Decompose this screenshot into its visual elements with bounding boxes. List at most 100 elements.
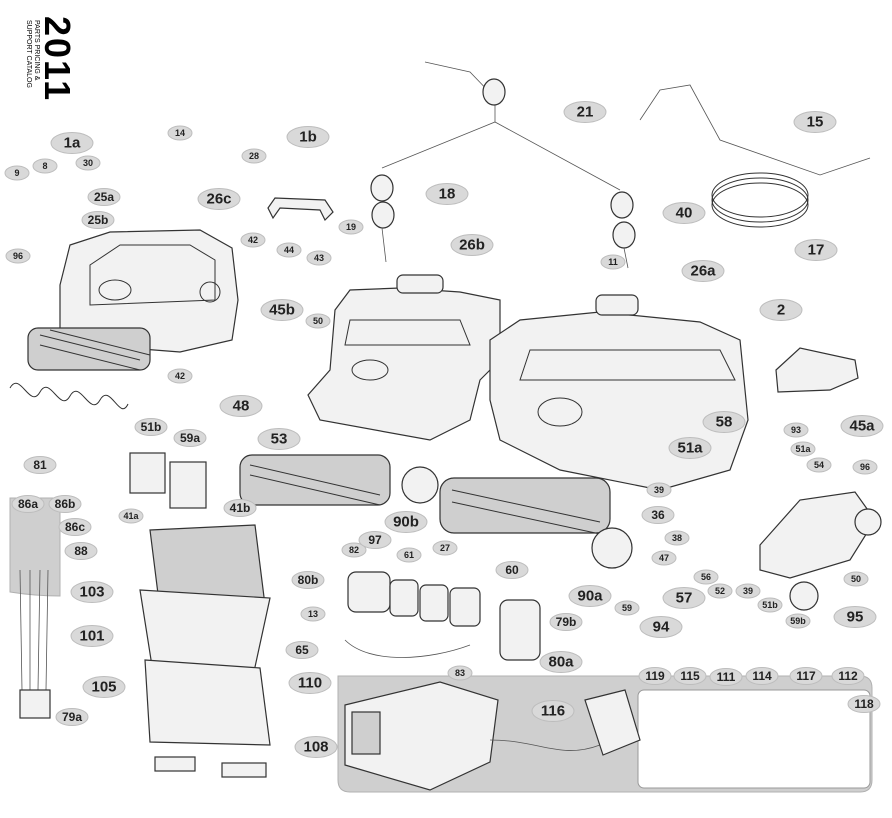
callout-oval <box>662 587 706 609</box>
callout-oval <box>82 676 126 698</box>
callout-60: 60 <box>495 561 529 579</box>
callout-label: 90b <box>393 514 419 531</box>
callout-oval <box>286 126 330 148</box>
callout-oval <box>260 299 304 321</box>
callout-83: 83 <box>447 665 473 681</box>
callout-label: 1a <box>64 135 81 152</box>
callout-label: 83 <box>455 668 465 678</box>
callout-80b: 80b <box>291 571 325 589</box>
callout-label: 80b <box>298 573 319 587</box>
callout-label: 8 <box>42 161 47 171</box>
callout-oval <box>306 250 332 266</box>
callout-oval <box>5 248 31 264</box>
callout-59b: 59b <box>785 613 811 629</box>
callout-label: 39 <box>654 485 664 495</box>
callout-oval <box>294 736 338 758</box>
callout-oval <box>639 616 683 638</box>
callout-52: 52 <box>707 583 733 599</box>
callout-label: 53 <box>271 431 288 448</box>
callout-oval <box>173 429 207 447</box>
callout-41b: 41b <box>223 499 257 517</box>
callout-oval <box>50 132 94 154</box>
callout-label: 119 <box>645 669 665 683</box>
callout-oval <box>794 239 838 261</box>
callout-25a: 25a <box>87 188 121 206</box>
callout-oval <box>785 613 811 629</box>
callout-label: 96 <box>860 462 870 472</box>
callout-21: 21 <box>563 101 607 123</box>
callout-103: 103 <box>70 581 114 603</box>
remote-control <box>584 689 641 756</box>
callout-oval <box>257 428 301 450</box>
callout-label: 114 <box>752 669 772 683</box>
callout-oval <box>646 482 672 498</box>
callout-oval <box>48 495 82 513</box>
callout-label: 28 <box>249 151 259 161</box>
callout-42b: 42 <box>167 368 193 384</box>
callout-oval <box>681 260 725 282</box>
callout-88: 88 <box>64 542 98 560</box>
callout-oval <box>4 165 30 181</box>
callout-oval <box>87 188 121 206</box>
robot-body-middle <box>239 274 501 506</box>
callout-51a2: 51a <box>790 441 816 457</box>
callout-oval <box>847 695 881 713</box>
callout-45b: 45b <box>260 299 304 321</box>
callout-oval <box>539 651 583 673</box>
callout-label: 48 <box>233 398 250 415</box>
callout-label: 117 <box>796 669 816 683</box>
callout-oval <box>300 606 326 622</box>
callout-59a: 59a <box>173 429 207 447</box>
callout-79a: 79a <box>55 708 89 726</box>
callout-oval <box>11 495 45 513</box>
callout-50a: 50 <box>305 313 331 329</box>
callout-label: 30 <box>83 158 93 168</box>
callout-label: 26c <box>206 191 231 208</box>
callout-label: 58 <box>716 414 733 431</box>
callout-96b: 96 <box>852 459 878 475</box>
callout-oval <box>64 542 98 560</box>
callout-oval <box>707 583 733 599</box>
callout-label: 26b <box>459 237 485 254</box>
callout-label: 105 <box>91 679 116 696</box>
callout-1b: 1b <box>286 126 330 148</box>
callout-label: 51a <box>677 440 703 457</box>
callout-116: 116 <box>531 700 575 722</box>
callout-label: 60 <box>505 563 519 577</box>
callout-label: 25b <box>88 213 109 227</box>
callout-117: 117 <box>789 667 823 685</box>
callout-label: 86b <box>55 497 76 511</box>
callout-oval <box>651 550 677 566</box>
callout-label: 115 <box>680 669 700 683</box>
callout-oval <box>118 508 144 524</box>
callout-oval <box>831 667 865 685</box>
callout-56: 56 <box>693 569 719 585</box>
callout-oval <box>693 569 719 585</box>
callout-oval <box>664 530 690 546</box>
callout-label: 94 <box>653 619 670 636</box>
callout-label: 44 <box>284 245 294 255</box>
callout-label: 97 <box>368 533 382 547</box>
callout-oval <box>783 422 809 438</box>
callout-11: 11 <box>600 254 626 270</box>
callout-2: 2 <box>759 299 803 321</box>
callout-oval <box>789 667 823 685</box>
callout-label: 52 <box>715 586 725 596</box>
callout-label: 103 <box>79 584 104 601</box>
callout-oval <box>833 606 877 628</box>
callout-label: 18 <box>439 186 456 203</box>
callout-label: 14 <box>175 128 185 138</box>
callout-label: 81 <box>33 458 47 472</box>
callout-82: 82 <box>341 542 367 558</box>
float-assembly <box>370 61 636 269</box>
callout-58: 58 <box>702 411 746 433</box>
callout-oval <box>447 665 473 681</box>
callout-oval <box>673 667 707 685</box>
callout-94: 94 <box>639 616 683 638</box>
callout-label: 86c <box>65 520 85 534</box>
callout-8: 8 <box>32 158 58 174</box>
callout-57: 57 <box>662 587 706 609</box>
filter-cartridge-tray <box>9 497 61 597</box>
callout-18: 18 <box>425 183 469 205</box>
